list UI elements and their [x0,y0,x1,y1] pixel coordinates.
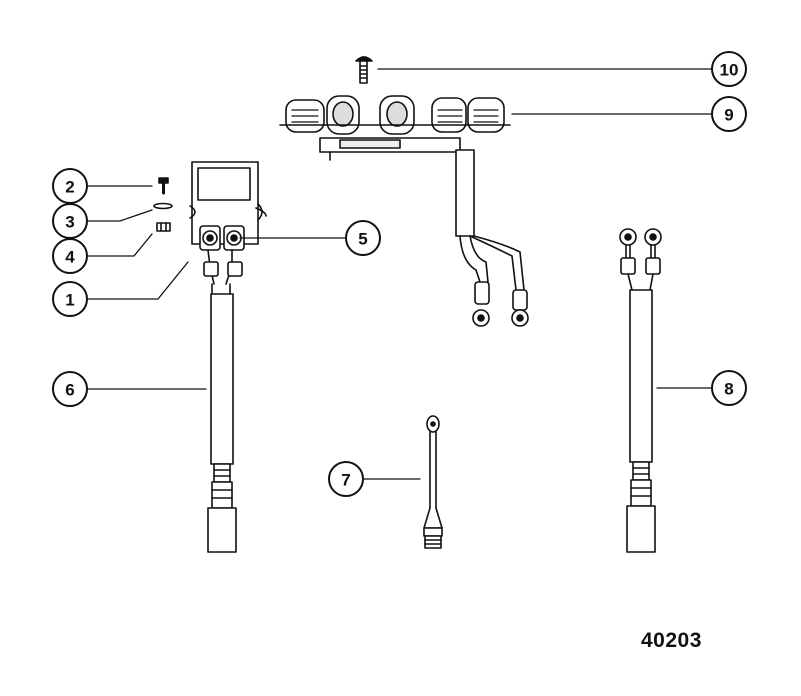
ground-lead-part-7 [423,415,443,549]
screw-part-2 [158,177,169,195]
callout-label-8: 8 [724,380,733,399]
callout-label-5: 5 [358,230,367,249]
callout-label-2: 2 [65,178,74,197]
switch-bracket-part-1 [189,161,267,251]
callout-label-4: 4 [65,248,75,267]
callout-circles [52,51,747,497]
callout-label-1: 1 [65,291,74,310]
washer-part-3 [153,202,173,210]
callout-label-10: 10 [720,61,739,80]
callout-label-7: 7 [341,471,350,490]
harness-assembly-part-9 [279,95,529,327]
nut-part-4 [156,222,171,232]
callout-label-6: 6 [65,381,74,400]
cable-part-8 [619,228,662,553]
figure-number: 40203 [641,629,702,652]
callout-label-3: 3 [65,213,74,232]
callout-label-9: 9 [724,106,733,125]
cable-part-6 [203,249,243,553]
terminal-part-5 [202,230,242,246]
screw-part-10 [355,56,373,84]
leader-lines [87,68,713,480]
